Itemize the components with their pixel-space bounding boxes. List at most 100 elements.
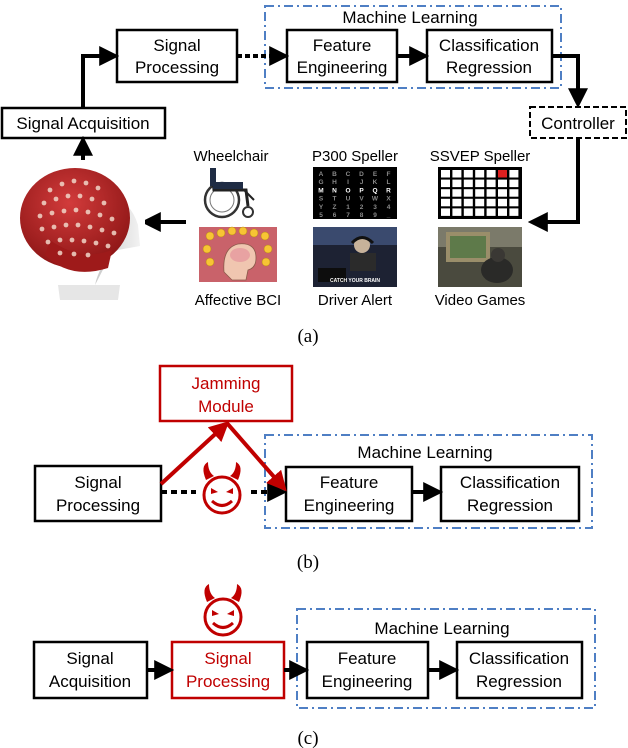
p300-letter: A — [319, 171, 324, 178]
ml-group-label-a: Machine Learning — [342, 8, 477, 27]
caption-a: (a) — [297, 326, 318, 347]
ml-group-label-c: Machine Learning — [374, 619, 509, 638]
caption-c: (c) — [297, 728, 318, 748]
ssvep-cell — [463, 189, 473, 197]
p300-letter: B — [332, 171, 337, 178]
ssvep-cell — [486, 198, 496, 207]
p300-letter: O — [345, 187, 350, 194]
p300-letter: 5 — [319, 212, 323, 219]
ssvep-cell — [463, 208, 473, 216]
ssvep-cell — [441, 179, 450, 188]
ssvep-cell — [498, 198, 507, 207]
classification-box-b — [439, 465, 581, 523]
classification-label-b-2: Regression — [467, 496, 553, 515]
ssvep-cell — [463, 179, 473, 188]
jamming-module-label-1: Jamming — [192, 374, 261, 393]
classification-box-c — [455, 640, 584, 700]
ssvep-cell — [452, 189, 462, 197]
p300-letter: S — [319, 196, 324, 203]
classification-label-c-2: Regression — [476, 672, 562, 691]
signal-processing-label-c-1: Signal — [204, 649, 251, 668]
video-games-label: Video Games — [435, 292, 526, 309]
ssvep-cell — [475, 179, 485, 188]
arrow-controller-to-apps — [527, 138, 580, 232]
p300-letter: U — [346, 196, 351, 203]
p300-letter: K — [373, 179, 378, 186]
p300-letter: V — [359, 196, 364, 203]
ssvep-cell — [486, 179, 496, 188]
controller-box-a — [529, 106, 627, 139]
signal-processing-box-b — [33, 464, 163, 523]
ssvep-cell — [441, 208, 450, 216]
ssvep-cell — [475, 170, 485, 178]
ssvep-cell — [452, 198, 462, 207]
classification-label-b-1: Classification — [460, 473, 560, 492]
p300-letter: 1 — [346, 204, 350, 211]
feature-engineering-box-c — [305, 640, 430, 700]
signal-acquisition-label-c-1: Signal — [66, 649, 113, 668]
ssvep-cell — [475, 198, 485, 207]
p300-letter: Q — [372, 187, 377, 194]
p300-letter: T — [333, 196, 337, 203]
ssvep-cell — [498, 189, 507, 197]
video-games-image — [438, 227, 522, 287]
affective-label: Affective BCI — [195, 292, 281, 309]
p300-letter: X — [386, 196, 391, 203]
driver-alert-image: CATCH YOUR BRAIN — [313, 227, 397, 287]
arrow-class-to-controller — [552, 54, 588, 109]
classification-label-c-1: Classification — [469, 649, 569, 668]
p300-label: P300 Speller — [312, 148, 398, 165]
signal-processing-label-b-2: Processing — [56, 496, 140, 515]
jamming-module-label-2: Module — [198, 397, 254, 416]
panel-a: Machine Learning Signal Processing Featu… — [0, 5, 627, 347]
p300-letter: Z — [333, 204, 337, 211]
p300-letter: R — [386, 187, 391, 194]
arrow-jamming-to-feat — [224, 420, 287, 492]
p300-letter: 9 — [373, 212, 377, 219]
arrow-acq-to-proc — [81, 46, 120, 108]
wheelchair-label: Wheelchair — [193, 148, 268, 165]
ssvep-cell — [498, 179, 507, 188]
ssvep-cell — [441, 189, 450, 197]
ml-group-box-b — [264, 434, 593, 529]
ssvep-cell — [509, 198, 519, 207]
p300-letter: Y — [319, 204, 324, 211]
ml-group-box-a — [264, 5, 562, 89]
p300-letter: F — [387, 171, 391, 178]
ml-group-box-c — [296, 608, 596, 709]
classification-label-a-2: Regression — [446, 58, 532, 77]
feature-engineering-label-a-2: Engineering — [297, 58, 388, 77]
signal-processing-label-b-1: Signal — [74, 473, 121, 492]
ssvep-cell — [486, 208, 496, 216]
p300-letter: H — [332, 179, 337, 186]
p300-speller-image — [313, 167, 397, 219]
jamming-module-box — [158, 364, 294, 423]
p300-letter: E — [373, 171, 378, 178]
p300-letter: 4 — [387, 204, 391, 211]
p300-letter: 8 — [360, 212, 364, 219]
ssvep-cell — [486, 170, 496, 178]
devil-icon — [196, 462, 248, 516]
feature-engineering-box-b — [284, 465, 414, 523]
feature-engineering-label-b-1: Feature — [320, 473, 379, 492]
ssvep-cell — [486, 189, 496, 197]
signal-acquisition-label-c-2: Acquisition — [49, 672, 131, 691]
signal-processing-label-a-1: Signal — [153, 36, 200, 55]
ssvep-cell — [509, 170, 519, 178]
feature-engineering-label-a-1: Feature — [313, 36, 372, 55]
p300-letter: W — [372, 196, 379, 203]
feature-engineering-label-c-1: Feature — [338, 649, 397, 668]
signal-processing-label-c-2: Processing — [186, 672, 270, 691]
signal-acquisition-label-a: Signal Acquisition — [16, 114, 149, 133]
driver-alert-screen-text: CATCH YOUR BRAIN — [330, 278, 380, 284]
caption-b: (b) — [297, 552, 319, 573]
eeg-cap-head-image — [15, 160, 145, 300]
ssvep-label: SSVEP Speller — [430, 148, 531, 165]
p300-letter: P — [359, 187, 364, 194]
panel-c: Machine Learning Signal Acquisition Sign… — [32, 584, 596, 748]
classification-label-a-1: Classification — [439, 36, 539, 55]
signal-acquisition-box-c — [32, 640, 149, 700]
ssvep-cell — [463, 170, 473, 178]
